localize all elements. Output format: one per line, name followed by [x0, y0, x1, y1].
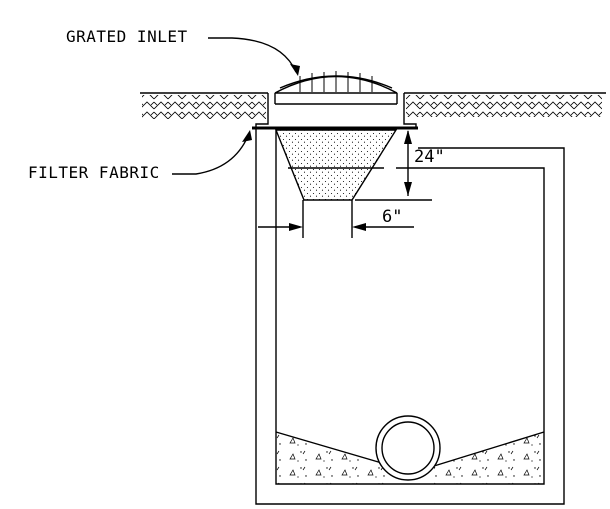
- inlet-frame: [255, 93, 417, 128]
- grated-inlet-label: GRATED INLET: [66, 27, 188, 46]
- grated-inlet-grate: [274, 71, 398, 94]
- ground-surface: [140, 92, 606, 119]
- offset-dimension: 6": [258, 200, 414, 238]
- offset-dimension-text: 6": [382, 207, 402, 227]
- sediment-layer: [275, 431, 545, 484]
- filter-fabric-label: FILTER FABRIC: [28, 163, 160, 182]
- depth-dimension: 24": [355, 130, 445, 201]
- outlet-pipe: [375, 415, 441, 481]
- depth-dimension-text: 24": [414, 147, 445, 167]
- filter-fabric-callout: FILTER FABRIC: [28, 130, 252, 182]
- grated-inlet-callout: GRATED INLET: [66, 27, 300, 76]
- filter-bag: [274, 129, 398, 201]
